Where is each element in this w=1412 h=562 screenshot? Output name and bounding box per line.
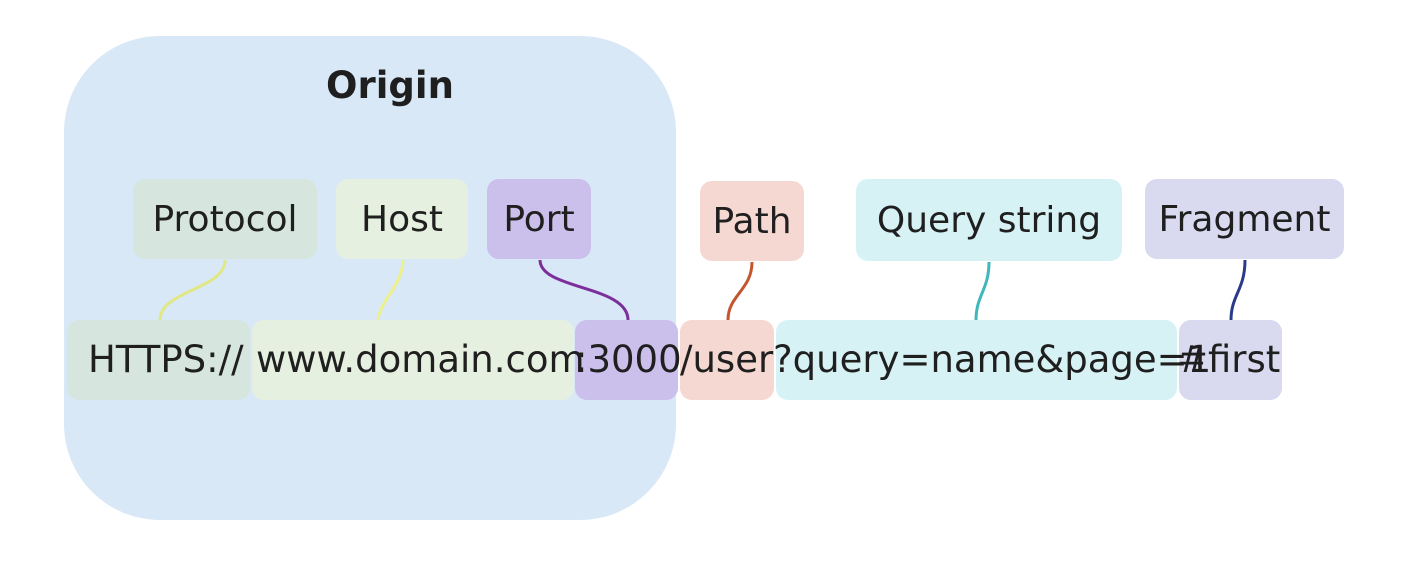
- host-label: Host: [336, 179, 468, 259]
- protocol-connector: [158, 259, 227, 321]
- fragment-label: Fragment: [1145, 179, 1344, 259]
- port-connector: [538, 259, 630, 321]
- host-connector: [376, 259, 405, 321]
- query-segment: [776, 320, 1177, 400]
- path-connector: [726, 261, 754, 321]
- port-segment: [575, 320, 678, 400]
- query-string-label: Query string: [856, 179, 1122, 261]
- url-query-text: ?query=name&page=1: [773, 338, 1212, 381]
- fragment-segment: [1179, 320, 1282, 400]
- port-label: Port: [487, 179, 591, 259]
- origin-title: Origin: [326, 64, 454, 107]
- origin-group: [64, 36, 676, 520]
- url-host-text: www.domain.com: [256, 338, 585, 381]
- path-segment: [680, 320, 774, 400]
- fragment-connector: [1229, 259, 1247, 321]
- url-fragment-text: #first: [1177, 338, 1281, 381]
- protocol-segment: [67, 320, 250, 400]
- query-connector: [974, 261, 991, 321]
- url-port-text: :3000: [575, 338, 682, 381]
- protocol-label: Protocol: [133, 179, 317, 259]
- url-path-text: /user: [680, 338, 774, 381]
- url-protocol-text: HTTPS://: [88, 338, 244, 381]
- path-label: Path: [700, 181, 804, 261]
- host-segment: [252, 320, 574, 400]
